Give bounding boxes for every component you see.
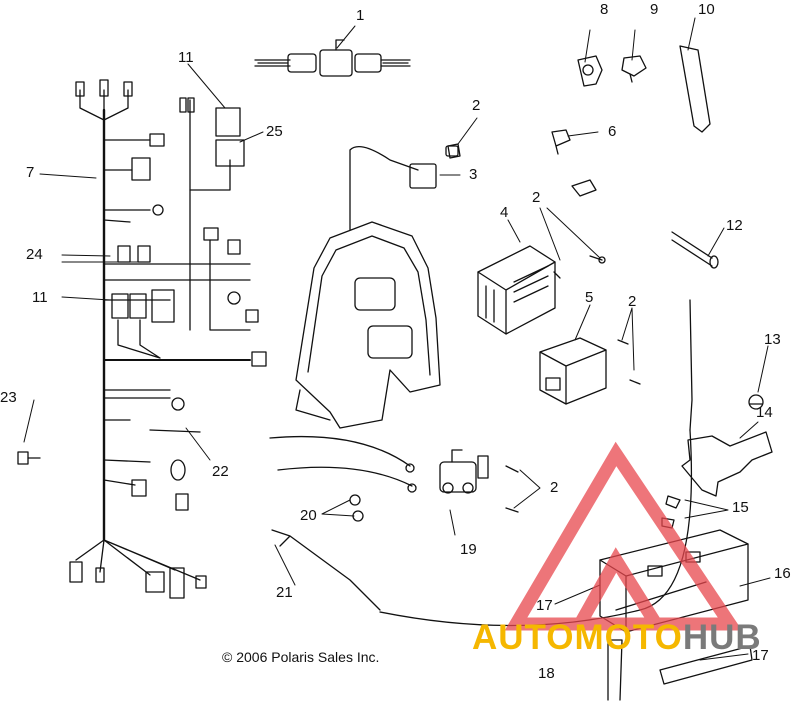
connector-1-drawing xyxy=(254,39,411,77)
callout-16: 16 xyxy=(774,565,791,582)
callout-2: 2 xyxy=(550,479,559,496)
part-14-drawing xyxy=(681,431,773,497)
callout-13: 13 xyxy=(764,331,781,348)
callout-9: 9 xyxy=(650,1,659,18)
callout-8: 8 xyxy=(600,1,609,18)
copyright-notice: © 2006 Polaris Sales Inc. xyxy=(222,649,380,665)
part-12-drawing xyxy=(671,231,719,269)
callout-23: 23 xyxy=(0,389,17,406)
callout-19: 19 xyxy=(460,541,477,558)
leader-lines xyxy=(23,17,771,661)
callout-2: 2 xyxy=(532,189,541,206)
callout-17: 17 xyxy=(752,647,769,664)
callout-5: 5 xyxy=(585,289,594,306)
callout-1: 1 xyxy=(356,7,365,24)
part-19-drawing xyxy=(439,449,489,494)
callout-22: 22 xyxy=(212,463,229,480)
callout-3: 3 xyxy=(469,166,478,183)
part-3-drawing xyxy=(349,145,459,231)
callout-2: 2 xyxy=(628,293,637,310)
fasteners-2-drawing xyxy=(447,143,641,513)
part-4-drawing xyxy=(477,245,556,335)
callout-25: 25 xyxy=(266,123,283,140)
part-5-drawing xyxy=(539,337,607,405)
callout-17: 17 xyxy=(536,597,553,614)
callout-6: 6 xyxy=(608,123,617,140)
callout-12: 12 xyxy=(726,217,743,234)
wire-harness-7-drawing xyxy=(17,79,267,599)
callout-21: 21 xyxy=(276,584,293,601)
callout-11: 11 xyxy=(32,289,48,306)
callout-7: 7 xyxy=(26,164,35,181)
callout-2: 2 xyxy=(472,97,481,114)
watermark-logo xyxy=(504,441,743,631)
part-13-drawing xyxy=(748,394,764,410)
watermark-part2: HUB xyxy=(682,618,762,657)
watermark-part1: AUTOMOTO xyxy=(472,618,683,657)
callout-24: 24 xyxy=(26,246,43,263)
callout-14: 14 xyxy=(756,404,773,421)
mounting-panel-drawing xyxy=(295,221,441,429)
watermark-text: AUTOMOTOHUB xyxy=(472,618,762,658)
callout-18: 18 xyxy=(538,665,555,682)
callout-15: 15 xyxy=(732,499,749,516)
part-6-drawing xyxy=(551,129,571,155)
callout-4: 4 xyxy=(500,204,509,221)
callout-10: 10 xyxy=(698,1,715,18)
callout-20: 20 xyxy=(300,507,317,524)
callout-11: 11 xyxy=(178,49,194,66)
parts-8-9-10-drawing xyxy=(577,45,711,133)
